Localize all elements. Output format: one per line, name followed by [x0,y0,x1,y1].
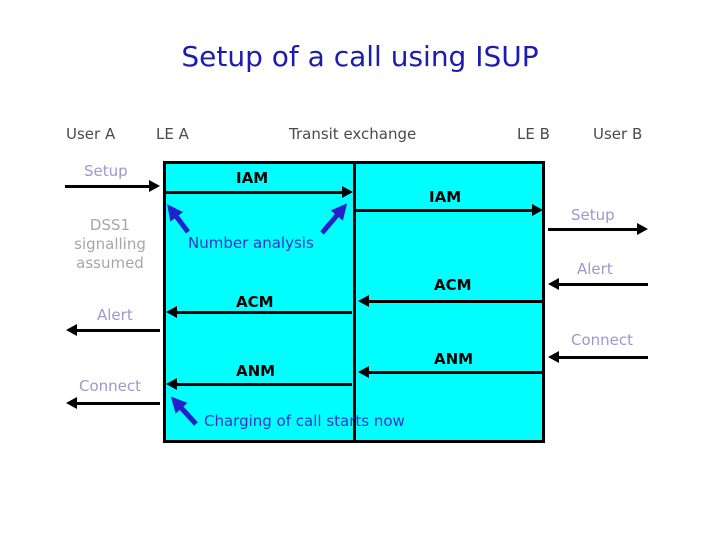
label-anm-right: ANM [434,350,474,368]
label-iam-2: IAM [429,188,462,206]
label-alert-right: Alert [577,260,613,278]
column-header-transit: Transit exchange [289,125,417,143]
label-connect-right: Connect [571,331,634,349]
label-alert-left: Alert [97,306,133,324]
dss1-note: DSS1 signalling assumed [30,216,190,273]
dss1-note-line3: assumed [76,254,144,272]
label-setup-left: Setup [84,162,128,180]
label-setup-right: Setup [571,206,615,224]
column-header-user-a: User A [66,125,116,143]
arrow-acm-left [166,306,352,319]
charging-note: Charging of call starts now [204,412,405,430]
dss1-note-line1: DSS1 [89,216,131,234]
label-iam-1: IAM [236,169,269,187]
label-acm-left: ACM [236,293,274,311]
transit-lifeline [353,161,356,443]
arrow-connect-right [548,351,648,364]
label-connect-left: Connect [79,377,142,395]
arrow-iam-1 [165,186,353,199]
arrow-iam-2 [356,204,543,217]
number-analysis-note: Number analysis [188,234,314,252]
arrow-alert-left [66,324,160,337]
arrow-setup-right [548,223,648,236]
arrow-anm-left [166,378,352,391]
arrow-connect-left [66,397,160,410]
label-anm-left: ANM [236,362,276,380]
dss1-note-line2: signalling [74,235,146,253]
arrow-setup-left [65,180,160,193]
arrow-acm-right [358,295,543,308]
column-header-le-b: LE B [517,125,550,143]
label-acm-right: ACM [434,276,472,294]
column-header-le-a: LE A [156,125,189,143]
page-title: Setup of a call using ISUP [181,40,539,73]
arrow-anm-right [358,366,543,379]
column-header-user-b: User B [593,125,643,143]
arrow-alert-right [548,278,648,291]
